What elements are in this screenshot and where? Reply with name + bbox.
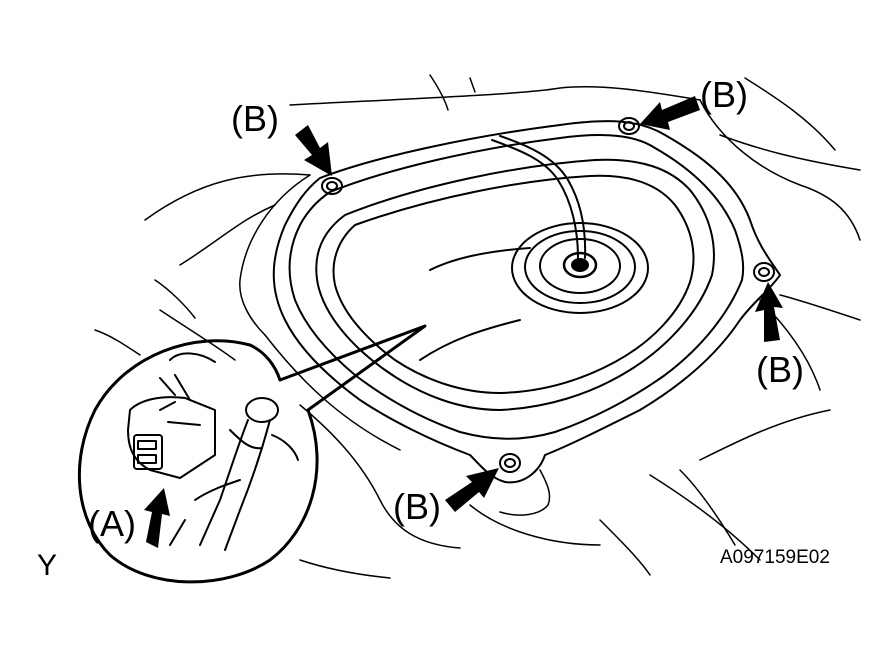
arrow-icon [295,125,332,176]
arrow-icon [755,282,783,342]
label-b-top-left: (B) [231,98,279,139]
connector-icon [127,352,299,551]
speaker-cone-edge [315,158,715,411]
view-marker: Y [37,549,58,582]
speaker-wire [491,139,579,259]
speaker-assembly [272,120,781,484]
speaker-flange-outer [272,120,781,484]
arrow-icon [445,468,499,512]
bolt-icon [321,177,343,195]
speaker-dust-cap-outer [511,222,649,314]
figure-code: A097159E02 [720,547,830,568]
detail-callout [77,324,427,584]
bolt-icon [499,453,521,473]
bolt-icon [618,117,640,135]
speaker-dust-cap [562,251,598,279]
bolt-icon [753,262,775,282]
label-b-right: (B) [756,349,804,390]
arrow-icon [144,488,170,548]
label-a-connector: (A) [88,503,136,544]
arrow-icon [640,96,700,130]
label-b-bottom: (B) [393,486,441,527]
speaker-flange-inner [288,134,745,440]
label-b-top-right: (B) [700,74,748,115]
